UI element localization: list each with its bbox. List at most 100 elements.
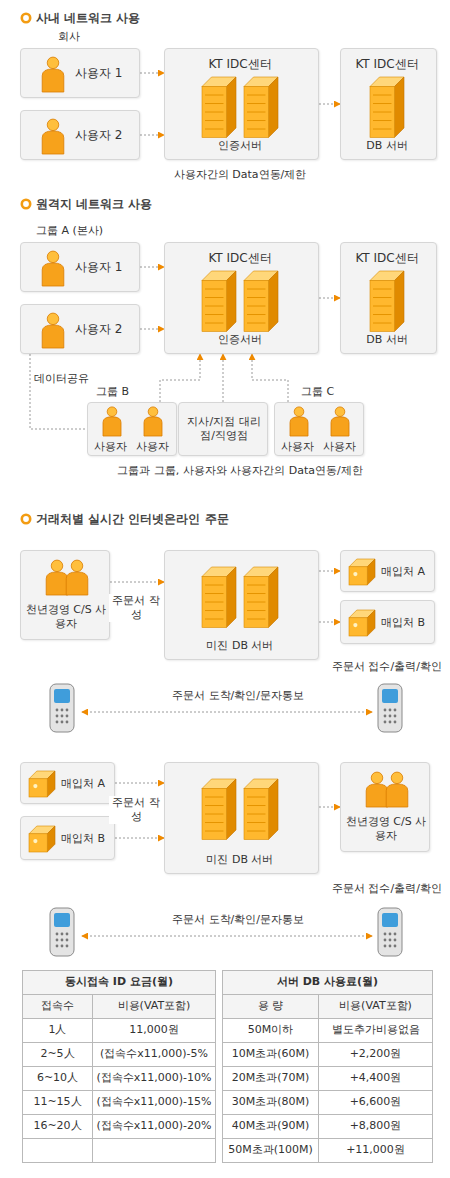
table-cell: 30M초과(80M)	[222, 1090, 319, 1115]
node-text: 그룹 C	[301, 385, 351, 399]
server-box: 사용자 2	[20, 304, 140, 354]
server-box: 사용자 1	[20, 242, 140, 292]
connector	[115, 783, 164, 784]
table-cell: 11~15人	[22, 1090, 93, 1115]
bullet	[22, 515, 30, 523]
mobile-phone	[50, 684, 74, 732]
server-box: 그룹 B사용자사용자	[87, 402, 177, 456]
edge-label: 데이터공유	[34, 372, 96, 386]
connector	[319, 622, 340, 623]
server-box: 그룹 C사용자사용자	[274, 402, 364, 456]
connector	[30, 354, 87, 429]
table-text: 50M이하	[223, 1019, 318, 1041]
table-text: 용 량	[223, 995, 318, 1017]
server-box: 천년경영 C/S 사용자	[20, 550, 110, 640]
notify-line	[82, 936, 372, 937]
node-text: 인증서버	[165, 333, 315, 347]
note: 회사	[58, 30, 98, 44]
connector	[140, 267, 164, 268]
edge-label: 주문서 작성	[109, 796, 163, 824]
table-cell: 11,000원	[92, 1018, 216, 1043]
connector	[319, 571, 340, 572]
node-text: 사용자 2	[75, 128, 137, 143]
note: 그룹과 그룹, 사용자와 사용자간의 Data연동/제한	[70, 464, 410, 478]
table-text: 50M초과(100M)	[223, 1139, 318, 1161]
connector	[319, 807, 340, 808]
node-text: KT IDC센터	[165, 57, 315, 72]
node-text: 그룹 B	[96, 385, 146, 399]
connector	[223, 354, 224, 402]
node-text: 매입처 A	[381, 565, 431, 579]
node-text: 사용자 1	[75, 260, 137, 275]
note: 주문서 접수/출력/확인	[332, 660, 448, 674]
note: 사용자간의 Data연동/제한	[150, 168, 330, 182]
table-cell: (접속수x11,000)-20%	[92, 1114, 216, 1139]
node-text: 사용자 2	[75, 322, 137, 337]
node-text: 사용자 1	[75, 66, 137, 81]
table-text: 11~15人	[23, 1091, 92, 1113]
node-text: 지사/지점 대리점/직영점	[184, 415, 264, 443]
node-text: 사용자	[89, 440, 131, 453]
table-cell: 동시접속 ID 요금(월)	[22, 970, 216, 995]
table-text: +2,200원	[319, 1043, 432, 1065]
node-text: DB 서버	[341, 139, 433, 153]
table-text: +6,600원	[319, 1091, 432, 1113]
table-text: 11,000원	[93, 1019, 215, 1041]
table-cell: +6,600원	[318, 1090, 433, 1115]
table-text: +4,400원	[319, 1067, 432, 1089]
table-text: 10M초과(60M)	[223, 1043, 318, 1065]
connector	[252, 354, 288, 402]
server-box: KT IDC센터인증서버	[164, 242, 319, 354]
mobile-phone	[50, 908, 74, 956]
table-cell: 서버 DB 사용료(월)	[222, 970, 433, 995]
table-text: 16~20人	[23, 1115, 92, 1137]
server-box: 매입처 A	[20, 762, 115, 804]
node-text: 매입처 B	[61, 832, 111, 846]
server-box: KT IDC센터DB 서버	[340, 242, 437, 354]
node-text: 인증서버	[165, 139, 315, 153]
server-box: 천년경영 C/S 사용자	[340, 762, 430, 852]
table-text: 별도추가비용없음	[319, 1019, 432, 1041]
table-cell	[22, 1138, 93, 1163]
table-cell: 비용(VAT포함)	[92, 994, 216, 1019]
bullet	[22, 14, 30, 22]
edge-label: 주문서 작성	[109, 594, 163, 622]
connector	[140, 73, 164, 74]
table-cell: 50M초과(100M)	[222, 1138, 319, 1163]
table-cell: 접속수	[22, 994, 93, 1019]
node-text: 매입처 A	[61, 777, 111, 791]
table-text: (접속수x11,000)-15%	[93, 1091, 215, 1113]
node-text: 매입처 B	[381, 616, 431, 630]
table-text: 서버 DB 사용료(월)	[223, 971, 432, 993]
server-box: KT IDC센터DB 서버	[340, 48, 437, 160]
connector	[160, 354, 200, 402]
table-text: 30M초과(80M)	[223, 1091, 318, 1113]
connector	[140, 329, 164, 330]
table-cell: 2~5人	[22, 1042, 93, 1067]
table-cell: 20M초과(70M)	[222, 1066, 319, 1091]
table-text: 6~10人	[23, 1067, 92, 1089]
table-cell: 별도추가비용없음	[318, 1018, 433, 1043]
table-text: +8,800원	[319, 1115, 432, 1137]
table-cell	[92, 1138, 216, 1163]
table-text: 40M초과(90M)	[223, 1115, 318, 1137]
server-box: KT IDC센터인증서버	[164, 48, 319, 160]
table-cell: +11,000원	[318, 1138, 433, 1163]
table-cell: 6~10人	[22, 1066, 93, 1091]
server-box: 사용자 2	[20, 110, 140, 160]
table-cell: 1人	[22, 1018, 93, 1043]
server-box: 미진 DB 서버	[164, 550, 319, 660]
table-cell: +2,200원	[318, 1042, 433, 1067]
node-text: 사용자	[276, 440, 318, 453]
table-text: (접속수x11,000)-5%	[93, 1043, 215, 1065]
table-cell: (접속수x11,000)-5%	[92, 1042, 216, 1067]
node-text: DB 서버	[341, 333, 433, 347]
table-cell: 50M이하	[222, 1018, 319, 1043]
node-text: 사용자	[318, 440, 360, 453]
server-box: 매입처 B	[340, 600, 435, 644]
notify-line	[82, 712, 372, 713]
table-text: 접속수	[23, 995, 92, 1017]
table-cell: +8,800원	[318, 1114, 433, 1139]
table-text: 비용(VAT포함)	[93, 995, 215, 1017]
connector	[115, 838, 164, 839]
